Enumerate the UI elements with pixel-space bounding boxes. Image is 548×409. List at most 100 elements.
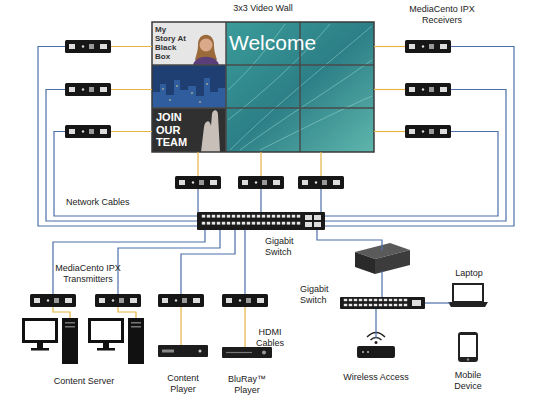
ipx-receiver [175, 176, 221, 189]
node-label: Gigabit Switch [300, 284, 340, 306]
hdmi-cable [180, 307, 181, 345]
node-label: Content Player [158, 373, 208, 395]
hdmi-cable [374, 46, 405, 47]
wall-cell [152, 65, 226, 108]
hdmi-cable [111, 46, 152, 47]
switch-port [305, 222, 312, 227]
city-skyline [152, 78, 226, 108]
player-display [162, 350, 174, 353]
router-body [357, 346, 395, 358]
monitor-stand [37, 343, 43, 348]
node-label: Welcome [229, 31, 369, 55]
switch-port [314, 215, 321, 220]
switch-body [197, 212, 325, 230]
feather-stroke [230, 26, 372, 150]
city-light [162, 88, 164, 90]
gigabit-switch: Gigabit Switch [197, 212, 325, 230]
switch-body [340, 297, 425, 309]
monitor-base [97, 348, 115, 351]
node-label: Laptop [439, 268, 499, 279]
ipx-transmitter [158, 294, 204, 307]
router-light [367, 351, 369, 353]
ipx-transmitter [95, 294, 141, 307]
wifi-dot [375, 341, 378, 344]
wall-heading: 3x3 Video Wall [152, 3, 374, 14]
server-tower [62, 318, 78, 364]
monitor [22, 318, 58, 343]
network-cables [38, 47, 514, 295]
network-cable [197, 189, 198, 212]
ipx-receiver [65, 83, 111, 96]
hdmi-cable [197, 152, 198, 176]
network-cable [46, 90, 197, 222]
network-cable [325, 47, 514, 227]
player-button [199, 350, 202, 353]
network-cable [181, 230, 235, 294]
network-cable [38, 47, 197, 227]
cable-label: Network Cables [66, 197, 146, 208]
feather-image [226, 22, 374, 152]
phone-body [458, 332, 478, 362]
hdmi-cable [111, 131, 152, 132]
wall-cell [152, 108, 226, 152]
laptop-base [448, 302, 488, 307]
network-cable [425, 302, 450, 303]
controller-side [375, 250, 410, 274]
switch-port [305, 215, 312, 220]
city-light [206, 83, 208, 85]
phone-button [467, 358, 469, 360]
controller-front [355, 252, 375, 274]
switch-port [412, 300, 421, 306]
city-light [191, 92, 193, 94]
network-cable [320, 189, 321, 212]
network-cable [325, 132, 498, 217]
network-cable [260, 189, 261, 212]
monitor-base [31, 348, 49, 351]
ipx-transmitter [30, 294, 76, 307]
switch-ports [343, 298, 408, 308]
ipx-receiver [65, 40, 111, 53]
tower-bay [65, 322, 75, 324]
network-cable [244, 230, 245, 294]
person-body [193, 57, 219, 65]
wireless-access: Wireless Access [357, 338, 395, 358]
monitor [88, 318, 124, 343]
network-cable [317, 230, 382, 297]
person-face [200, 39, 213, 52]
node-label: My Story At Black Box [155, 25, 187, 61]
node-label: Mobile Device [443, 370, 493, 392]
feather-stroke [240, 60, 372, 150]
tower-bay [131, 326, 141, 328]
ipx-receiver [238, 176, 284, 189]
content-player: Content Player [158, 345, 208, 357]
switch-port [314, 222, 321, 227]
ipx-receiver [298, 176, 344, 189]
city-light [199, 101, 201, 103]
wall-seam [152, 64, 374, 66]
city-light [176, 85, 178, 87]
ipx-transmitter [222, 294, 268, 307]
node-label: JOIN OUR TEAM [156, 111, 196, 149]
hdmi-cable [260, 152, 261, 176]
wall-border [152, 22, 374, 152]
wall-frame [152, 22, 374, 152]
router-light [362, 351, 364, 353]
wall-seams [152, 22, 374, 152]
network-cable [375, 309, 376, 338]
ipx-receiver [405, 40, 451, 53]
wall-seam [152, 107, 374, 109]
bluray-body [222, 347, 272, 358]
wall-cell [152, 22, 226, 65]
monitor-screen [91, 321, 121, 340]
hand [201, 110, 220, 152]
city-lights [162, 83, 208, 103]
wall-panel: Welcome [226, 22, 374, 65]
network-cable [118, 230, 220, 294]
disc-slot [226, 352, 252, 353]
wifi-wave [371, 338, 382, 341]
hdmi-cable [111, 89, 152, 90]
hdmi-cable [320, 152, 321, 176]
node-label: Content Server [22, 376, 146, 387]
